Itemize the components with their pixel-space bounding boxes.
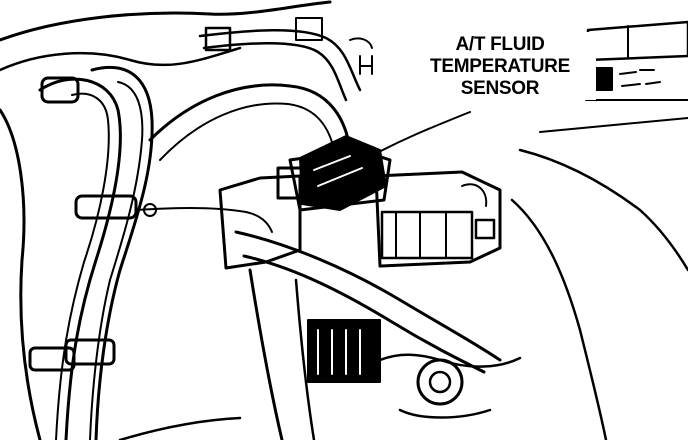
valve-block (380, 210, 474, 260)
hood-contour-inner (0, 46, 242, 72)
hose-clamp-2 (74, 194, 138, 220)
left-hose-outer (38, 77, 122, 440)
lower-strut-right (294, 278, 316, 440)
sensor-callout-label: A/T FLUID TEMPERATURE SENSOR (404, 32, 596, 100)
central-curve (148, 83, 352, 152)
left-fender (0, 108, 42, 440)
bolt-right (474, 218, 496, 240)
right-cowl-1 (518, 148, 688, 272)
cable-run (135, 207, 273, 233)
lower-hose-top (234, 230, 502, 362)
grille-block (307, 319, 381, 383)
housing-right (374, 170, 502, 268)
hose-clamp-3 (28, 346, 76, 372)
sensor-connector (276, 166, 310, 200)
bottom-edge (118, 416, 242, 440)
lower-strut-left (248, 268, 284, 440)
right-hose-inner (89, 81, 144, 440)
round-fitting (416, 358, 464, 406)
top-pipe-upper (198, 29, 362, 92)
callout-line-3: SENSOR (460, 78, 540, 99)
mark-1 (359, 55, 373, 75)
hose-clamp-1 (40, 76, 80, 104)
housing-left (218, 174, 302, 270)
lower-hose-bottom (242, 254, 486, 374)
right-cowl-3 (539, 117, 688, 133)
bracket-top (295, 17, 323, 41)
callout-line-1: A/T FLUID (455, 34, 545, 55)
sensor-body (299, 135, 387, 211)
left-hose-inner (55, 92, 110, 440)
pipe-fitting (204, 26, 232, 52)
hose-clamp-4 (64, 338, 116, 366)
right-cowl-2 (510, 198, 608, 440)
central-curve-2 (159, 102, 337, 161)
callout-line-2: TEMPERATURE (430, 56, 570, 77)
hood-contour (0, 0, 332, 42)
right-hose-outer (90, 65, 154, 440)
leader-line (363, 111, 471, 161)
valve-detail (395, 211, 447, 259)
top-pipe-lower (202, 41, 348, 102)
top-right-box (586, 20, 688, 62)
